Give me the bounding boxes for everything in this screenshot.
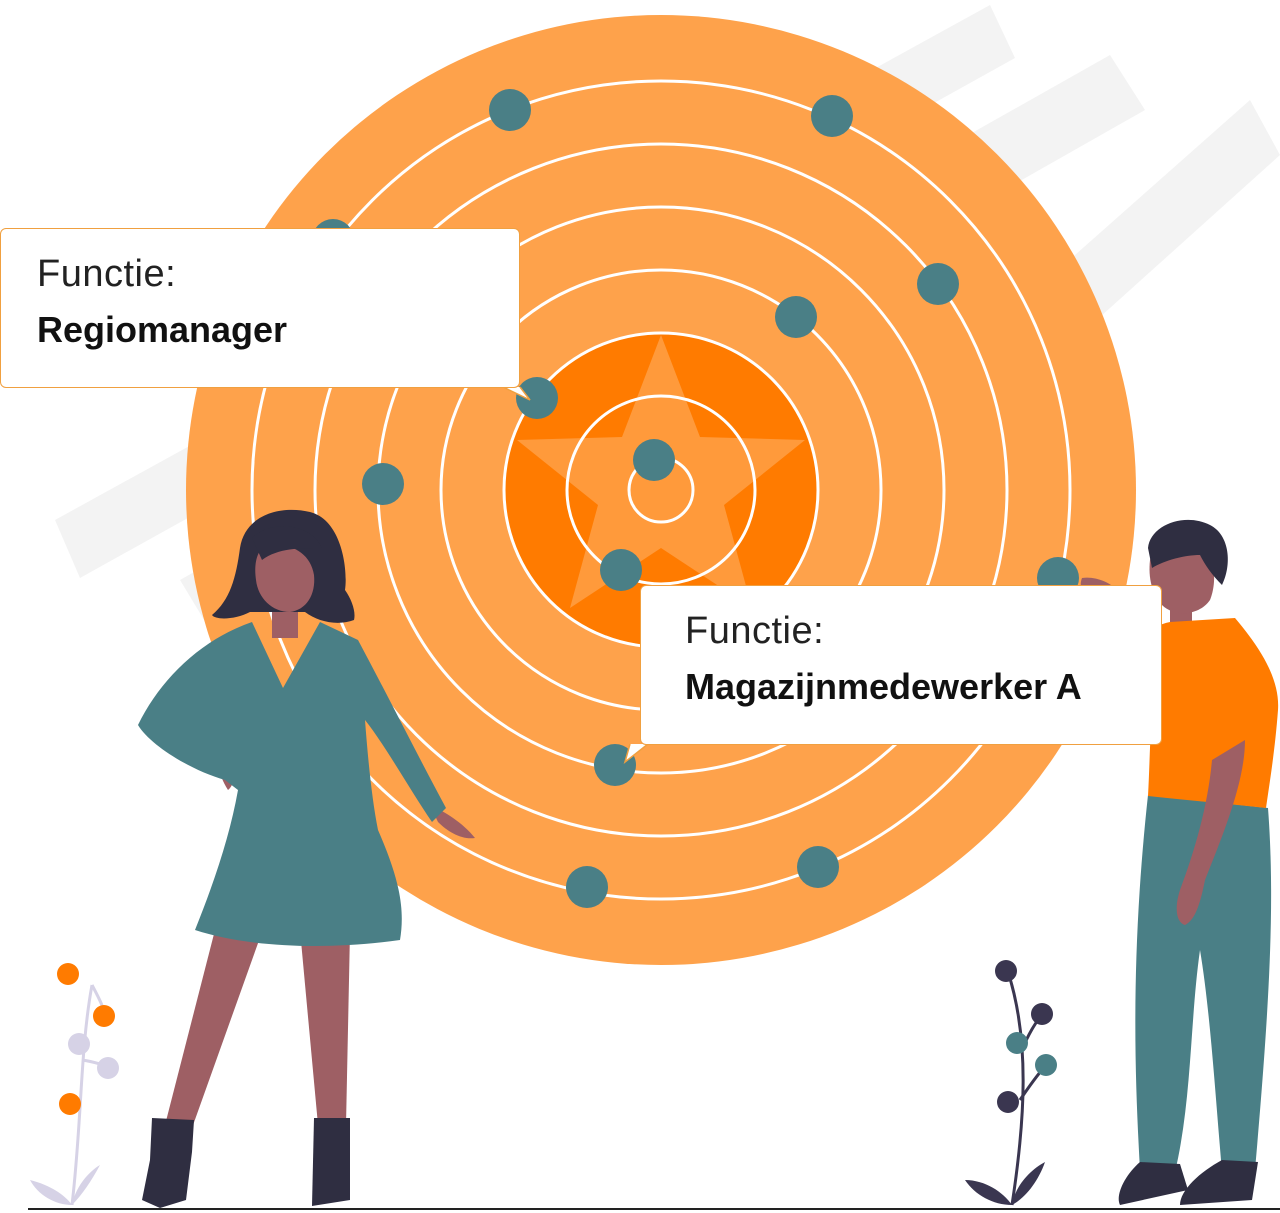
callout-value: Regiomanager [37, 309, 288, 350]
callout-magazijnmedewerker: Functie: Magazijnmedewerker A [640, 585, 1162, 745]
plant-left [30, 963, 119, 1206]
callout-tail [502, 386, 531, 401]
callout-tail [623, 743, 649, 764]
callout-value: Magazijnmedewerker A [685, 666, 1082, 707]
target-dot [516, 377, 558, 419]
target-dot [917, 263, 959, 305]
target-ring [313, 142, 1009, 838]
target-dot [811, 95, 853, 137]
target-dot [566, 866, 608, 908]
target-dot [594, 744, 636, 786]
target-dot [600, 549, 642, 591]
target-dot [775, 296, 817, 338]
plant-right [965, 960, 1057, 1206]
target-dot [633, 439, 675, 481]
target-dots [312, 89, 1079, 908]
target-dot [797, 846, 839, 888]
callout-regiomanager: Functie: Regiomanager [0, 228, 520, 388]
woman-figure [138, 509, 475, 1208]
target-dot [362, 463, 404, 505]
callout-label: Functie: [685, 610, 825, 652]
man-figure [1080, 519, 1279, 1205]
target-dot [489, 89, 531, 131]
target-ring [565, 394, 757, 586]
target-ring [250, 79, 1072, 901]
callout-label: Functie: [37, 253, 177, 295]
